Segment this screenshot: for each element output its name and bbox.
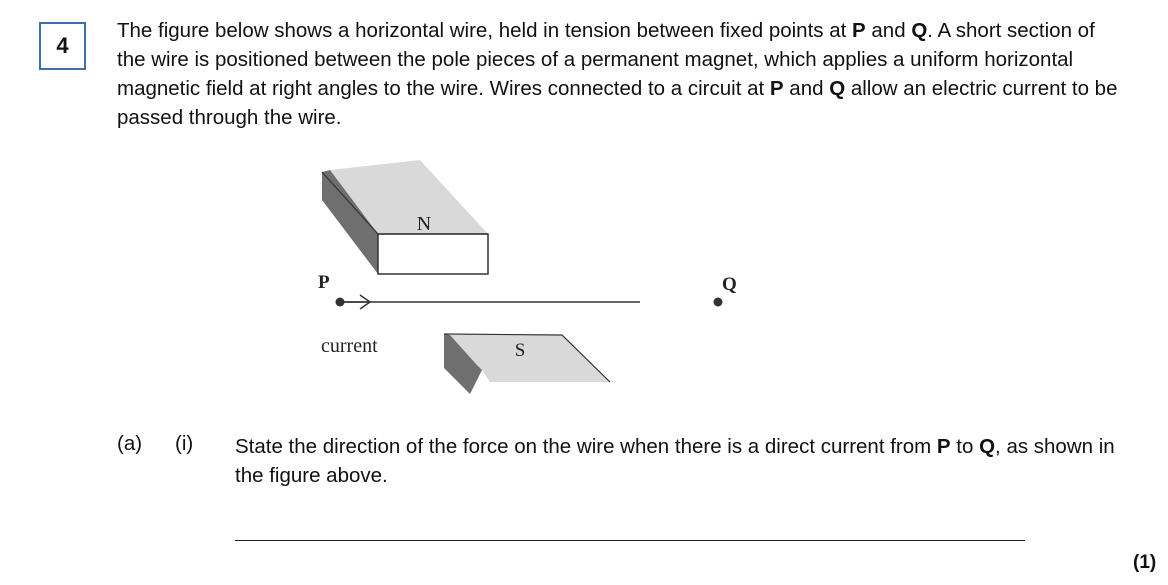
north-pole-top-face <box>330 160 488 234</box>
intro-run: Q <box>829 77 846 100</box>
question-run: P <box>936 435 951 458</box>
question-run: to <box>950 435 980 458</box>
magnet-wire-figure: N P current S <box>318 160 640 394</box>
point-p-dot <box>335 297 345 307</box>
question-number: 4 <box>56 33 69 58</box>
question-number-box: 4 <box>39 22 86 70</box>
north-pole-side-face <box>322 170 378 274</box>
intro-run: P <box>852 19 866 42</box>
question-run: State the direction of the force on the … <box>235 435 937 458</box>
north-pole-front-face <box>377 233 489 275</box>
marks-label: (1) <box>1133 552 1157 573</box>
question-a-i-text: State the direction of the force on the … <box>235 432 1135 490</box>
intro-run: Q <box>911 19 928 42</box>
current-label: current <box>321 335 378 357</box>
intro-run: allow an electric current to be passed t… <box>117 77 1118 129</box>
intro-run: P <box>769 77 784 100</box>
point-p-label: P <box>318 272 330 293</box>
question-run: , as shown in the figure above. <box>235 435 1115 487</box>
part-i-label: (i) <box>175 432 194 455</box>
intro-run: and <box>783 77 830 100</box>
point-q-marker: Q <box>713 274 737 307</box>
point-q-dot <box>713 297 723 307</box>
question-run: Q <box>979 435 996 458</box>
part-a-label: (a) <box>117 432 143 455</box>
south-pole-label: S <box>515 340 526 361</box>
south-pole-side-face <box>444 334 482 394</box>
intro-run: and <box>865 19 912 42</box>
intro-run: The figure below shows a horizontal wire… <box>117 19 853 42</box>
intro-run: . A short section of the wire is positio… <box>117 19 1095 100</box>
answer-line[interactable] <box>235 540 1025 541</box>
point-q-label: Q <box>722 274 737 295</box>
question-intro-text: The figure below shows a horizontal wire… <box>117 16 1127 132</box>
north-pole-label: N <box>417 213 431 235</box>
south-pole-top-face <box>450 335 610 382</box>
